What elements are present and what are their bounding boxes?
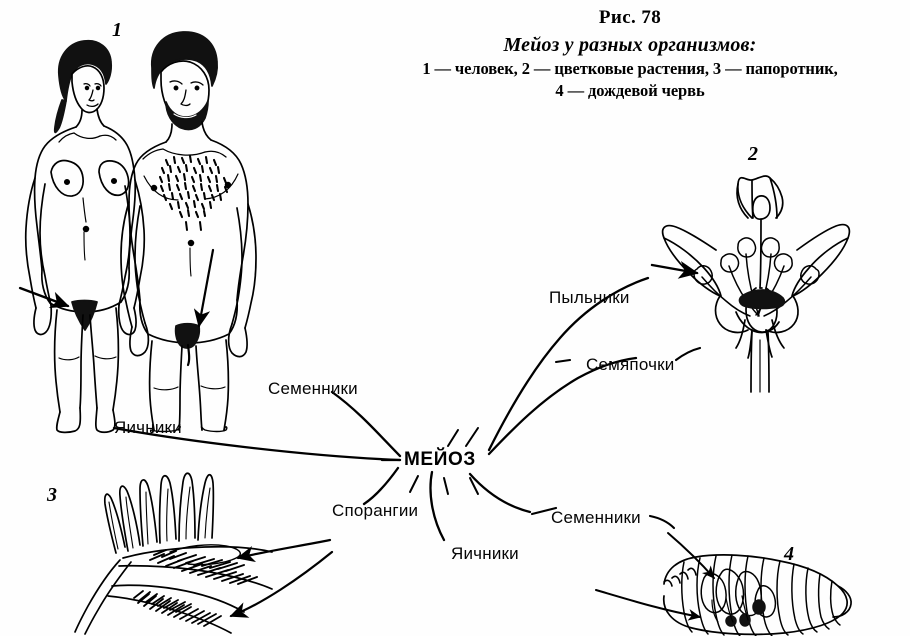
- organism-index-1: 1: [112, 19, 122, 41]
- center-node-meiosis: МЕЙОЗ: [404, 449, 476, 470]
- callout-ovules-flower: Семяпочки: [586, 355, 675, 374]
- callout-anthers-flower: Пыльники: [549, 288, 630, 307]
- human-male-figure: [120, 31, 257, 434]
- figure-legend-line-1: 1 — человек, 2 — цветковые растения, 3 —…: [422, 59, 838, 78]
- connector-ovules: [487, 356, 638, 456]
- arrow-to-sporangia-upper: [236, 538, 332, 563]
- chest-hair-stipple: [158, 154, 229, 219]
- sporangia-cluster-upper: [149, 549, 258, 585]
- arrow-to-anthers: [650, 260, 699, 279]
- connector-ovaries-human: [112, 426, 402, 462]
- label-leader-strokes: [530, 346, 702, 530]
- arrow-to-testes-human: [193, 248, 215, 328]
- earthworm-figure: [595, 532, 852, 636]
- center-radiating-ticks: [409, 427, 479, 495]
- sporangia-cluster-lower: [133, 590, 222, 627]
- connector-anthers: [487, 276, 650, 452]
- figure-caption-block: Рис. 78 Мейоз у разных организмов: 1 — ч…: [355, 6, 905, 102]
- organism-index-3: 3: [46, 484, 57, 506]
- connector-ovaries-worm: [429, 470, 446, 542]
- organism-index-4: 4: [783, 543, 794, 565]
- organism-index-2: 2: [747, 143, 758, 165]
- arrow-to-testes-worm: [667, 532, 715, 579]
- human-female-figure: [18, 39, 146, 434]
- callout-ovaries-worm: Яичники: [451, 544, 519, 563]
- callout-testes-worm: Семенники: [551, 508, 641, 527]
- fern-figure: [74, 472, 334, 635]
- flower-figure: [650, 175, 851, 393]
- figure-number: Рис. 78: [598, 7, 662, 28]
- arrow-to-ovaries-worm: [595, 589, 702, 621]
- callout-sporangia-fern: Спорангии: [332, 501, 419, 520]
- connector-sporangia: [362, 466, 400, 506]
- figure-title: Мейоз у разных организмов:: [503, 34, 757, 56]
- connector-testes-human: [330, 390, 402, 458]
- arrow-to-sporangia-lower: [229, 550, 334, 618]
- callout-ovaries-human: Яичники: [114, 418, 182, 437]
- connector-testes-worm: [468, 472, 532, 514]
- callout-testes-human: Семенники: [268, 379, 358, 398]
- connector-lines: [112, 276, 650, 542]
- arrow-to-ovaries-human: [18, 286, 70, 309]
- figure-legend-line-2: 4 — дождевой червь: [555, 81, 705, 100]
